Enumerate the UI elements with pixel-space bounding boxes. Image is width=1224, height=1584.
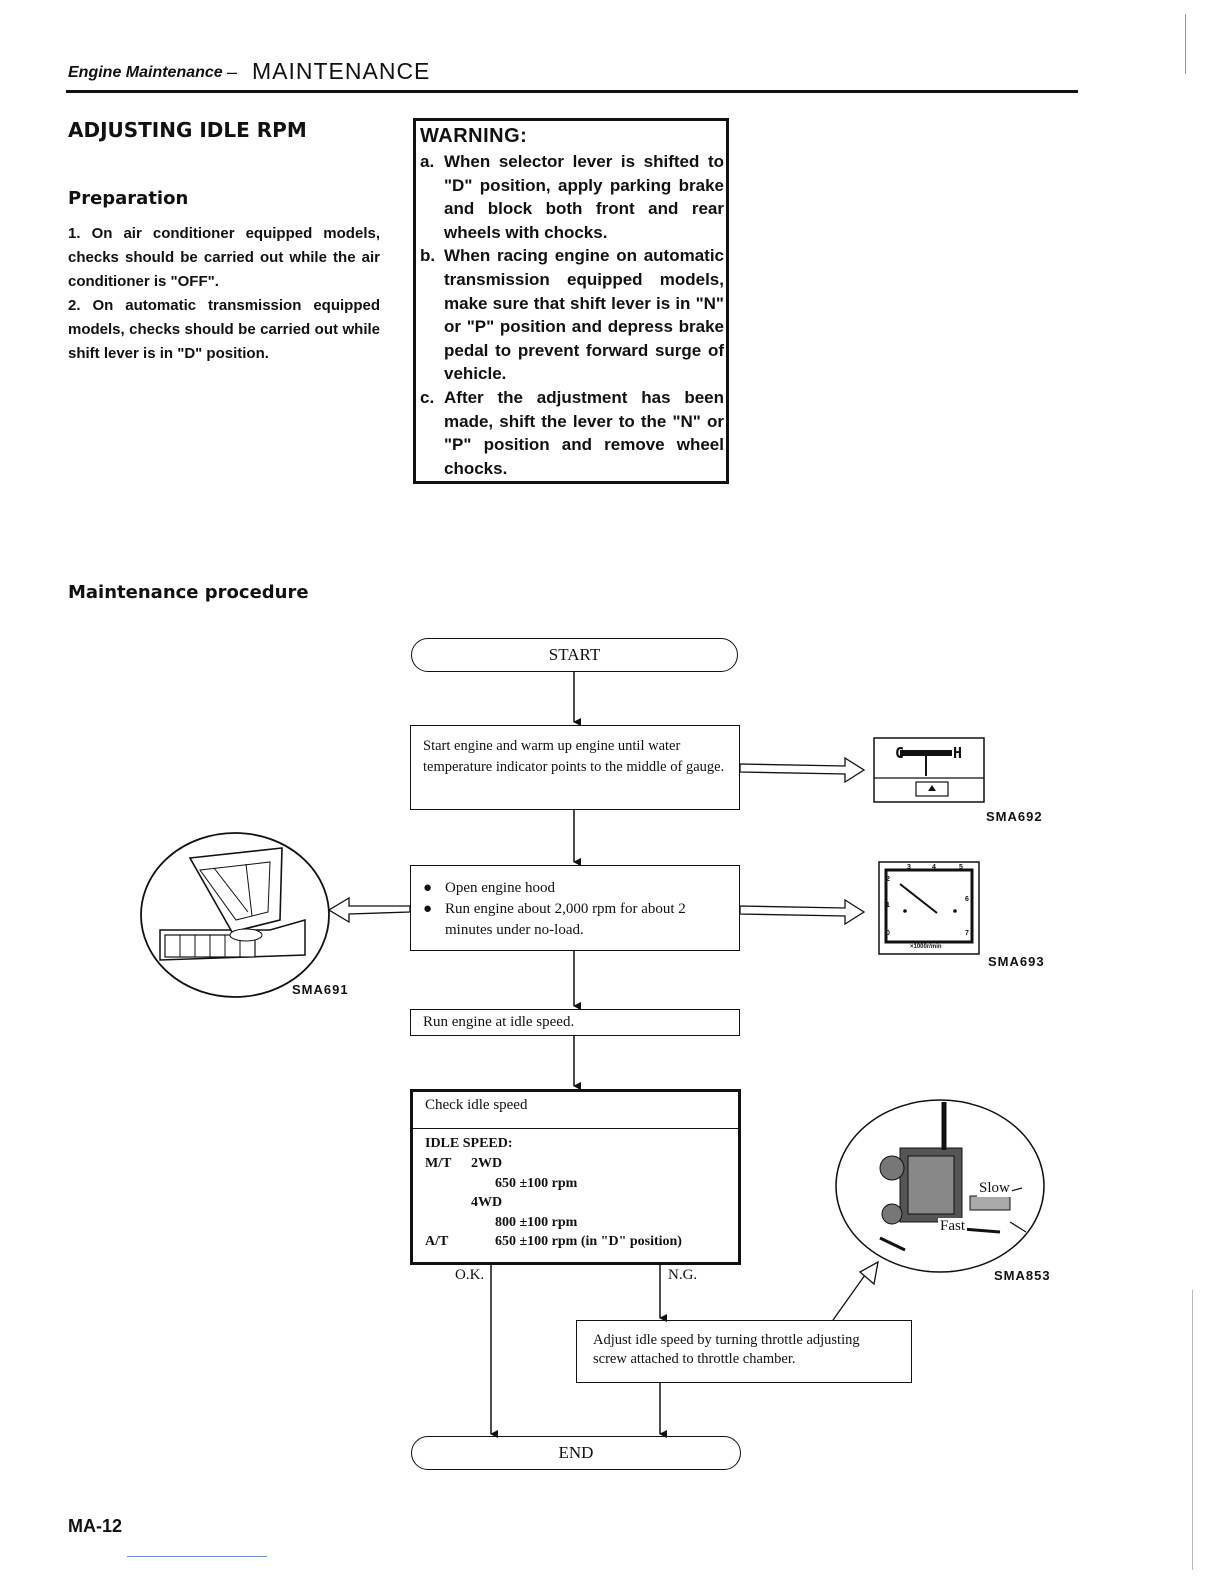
bullet-text: Open engine hood <box>445 880 555 896</box>
tach-tick: 2 <box>886 876 890 883</box>
procedure-heading: Maintenance procedure <box>68 582 309 603</box>
idle-2wd: 2WD <box>471 1156 503 1171</box>
bullet: ● <box>423 880 433 896</box>
tachometer-icon <box>878 861 980 955</box>
header-section: Engine Maintenance <box>68 64 223 81</box>
tach-tick: 3 <box>907 864 911 871</box>
arrow-to-tachometer <box>739 898 866 926</box>
step-open-hood: ● Open engine hood ● Run engine about 2,… <box>410 865 740 951</box>
warning-item-b: b. When racing engine on automatic trans… <box>420 244 724 386</box>
idle-heading: IDLE SPEED: <box>425 1136 513 1151</box>
start-terminal: START <box>411 638 738 672</box>
idle-mt: M/T <box>425 1156 452 1171</box>
idle-at: A/T <box>425 1234 449 1249</box>
arrow-to-hood <box>327 896 411 924</box>
warning-item-c: c. After the adjustment has been made, s… <box>420 386 724 480</box>
engine-hood-illustration <box>140 832 330 998</box>
warning-letter: b. <box>420 246 436 266</box>
gauge-h-label: H <box>953 744 963 762</box>
bullet-text: Run engine about 2,000 rpm for about 2 m… <box>445 901 686 938</box>
end-terminal: END <box>411 1436 741 1470</box>
gauge-c-label: C <box>895 744 905 762</box>
header-rule <box>66 90 1078 93</box>
scan-mark <box>127 1556 267 1557</box>
tach-tick: 7 <box>965 930 969 937</box>
tach-unit: ×1000r/min <box>910 944 942 950</box>
warning-letter: a. <box>420 152 435 171</box>
warning-letter: c. <box>420 387 435 407</box>
page-number: MA-12 <box>68 1516 123 1536</box>
figure-label-sma691: SMA691 <box>292 982 349 997</box>
bullet: ● <box>423 901 433 917</box>
preparation-item-2: 2. On automatic transmission equipped mo… <box>68 297 380 362</box>
idle-4wd-value: 800 ±100 rpm <box>495 1215 578 1230</box>
arrow-to-carb-head <box>858 1260 879 1286</box>
arrow-to-temp-gauge <box>739 756 866 784</box>
header-dash: – <box>227 62 238 82</box>
header-chapter: MAINTENANCE <box>252 58 431 84</box>
page-title: ADJUSTING IDLE RPM <box>68 118 307 142</box>
step-bullet-1: ● Open engine hood <box>423 878 727 899</box>
carb-slow-label: Slow <box>977 1180 1012 1197</box>
arrow-to-carb-line <box>832 1267 871 1321</box>
warning-title: WARNING: <box>420 125 528 147</box>
tach-tick: 1 <box>886 902 890 909</box>
warning-box: WARNING: a. When selector lever is shift… <box>413 118 729 484</box>
tach-tick: 0 <box>886 930 890 937</box>
step-check-idle: Check idle speed IDLE SPEED: M/T 2WD 650… <box>410 1089 741 1265</box>
tach-tick: 5 <box>959 864 963 871</box>
idle-at-value: 650 ±100 rpm (in "D" position) <box>495 1234 682 1249</box>
tach-tick: 4 <box>932 864 936 871</box>
warning-text: After the adjustment has been made, shif… <box>444 387 724 478</box>
step-adjust: Adjust idle speed by turning throttle ad… <box>576 1320 912 1383</box>
warning-item-a: a. When selector lever is shifted to "D"… <box>420 150 724 244</box>
idle-4wd: 4WD <box>471 1195 503 1210</box>
figure-label-sma692: SMA692 <box>986 809 1043 824</box>
tach-tick: 6 <box>965 896 969 903</box>
preparation-heading: Preparation <box>68 188 189 209</box>
figure-label-sma853: SMA853 <box>994 1268 1051 1283</box>
ok-label: O.K. <box>455 1267 485 1283</box>
temperature-gauge-icon <box>873 737 985 803</box>
step-warm-up: Start engine and warm up engine until wa… <box>410 725 740 810</box>
ng-label: N.G. <box>668 1267 698 1283</box>
warning-text: When racing engine on automatic transmis… <box>444 246 724 384</box>
step-bullet-2: ● Run engine about 2,000 rpm for about 2… <box>423 899 727 941</box>
step-idle: Run engine at idle speed. <box>410 1009 740 1036</box>
preparation-item-1: 1. On air conditioner equipped models, c… <box>68 225 380 290</box>
carburetor-illustration <box>835 1099 1045 1273</box>
figure-label-sma693: SMA693 <box>988 954 1045 969</box>
scan-mark <box>1185 14 1186 74</box>
check-idle-title: Check idle speed <box>413 1092 738 1129</box>
idle-2wd-value: 650 ±100 rpm <box>495 1176 578 1191</box>
warning-text: When selector lever is shifted to "D" po… <box>444 152 724 242</box>
scan-mark <box>1192 1290 1193 1570</box>
carb-fast-label: Fast <box>938 1218 968 1235</box>
